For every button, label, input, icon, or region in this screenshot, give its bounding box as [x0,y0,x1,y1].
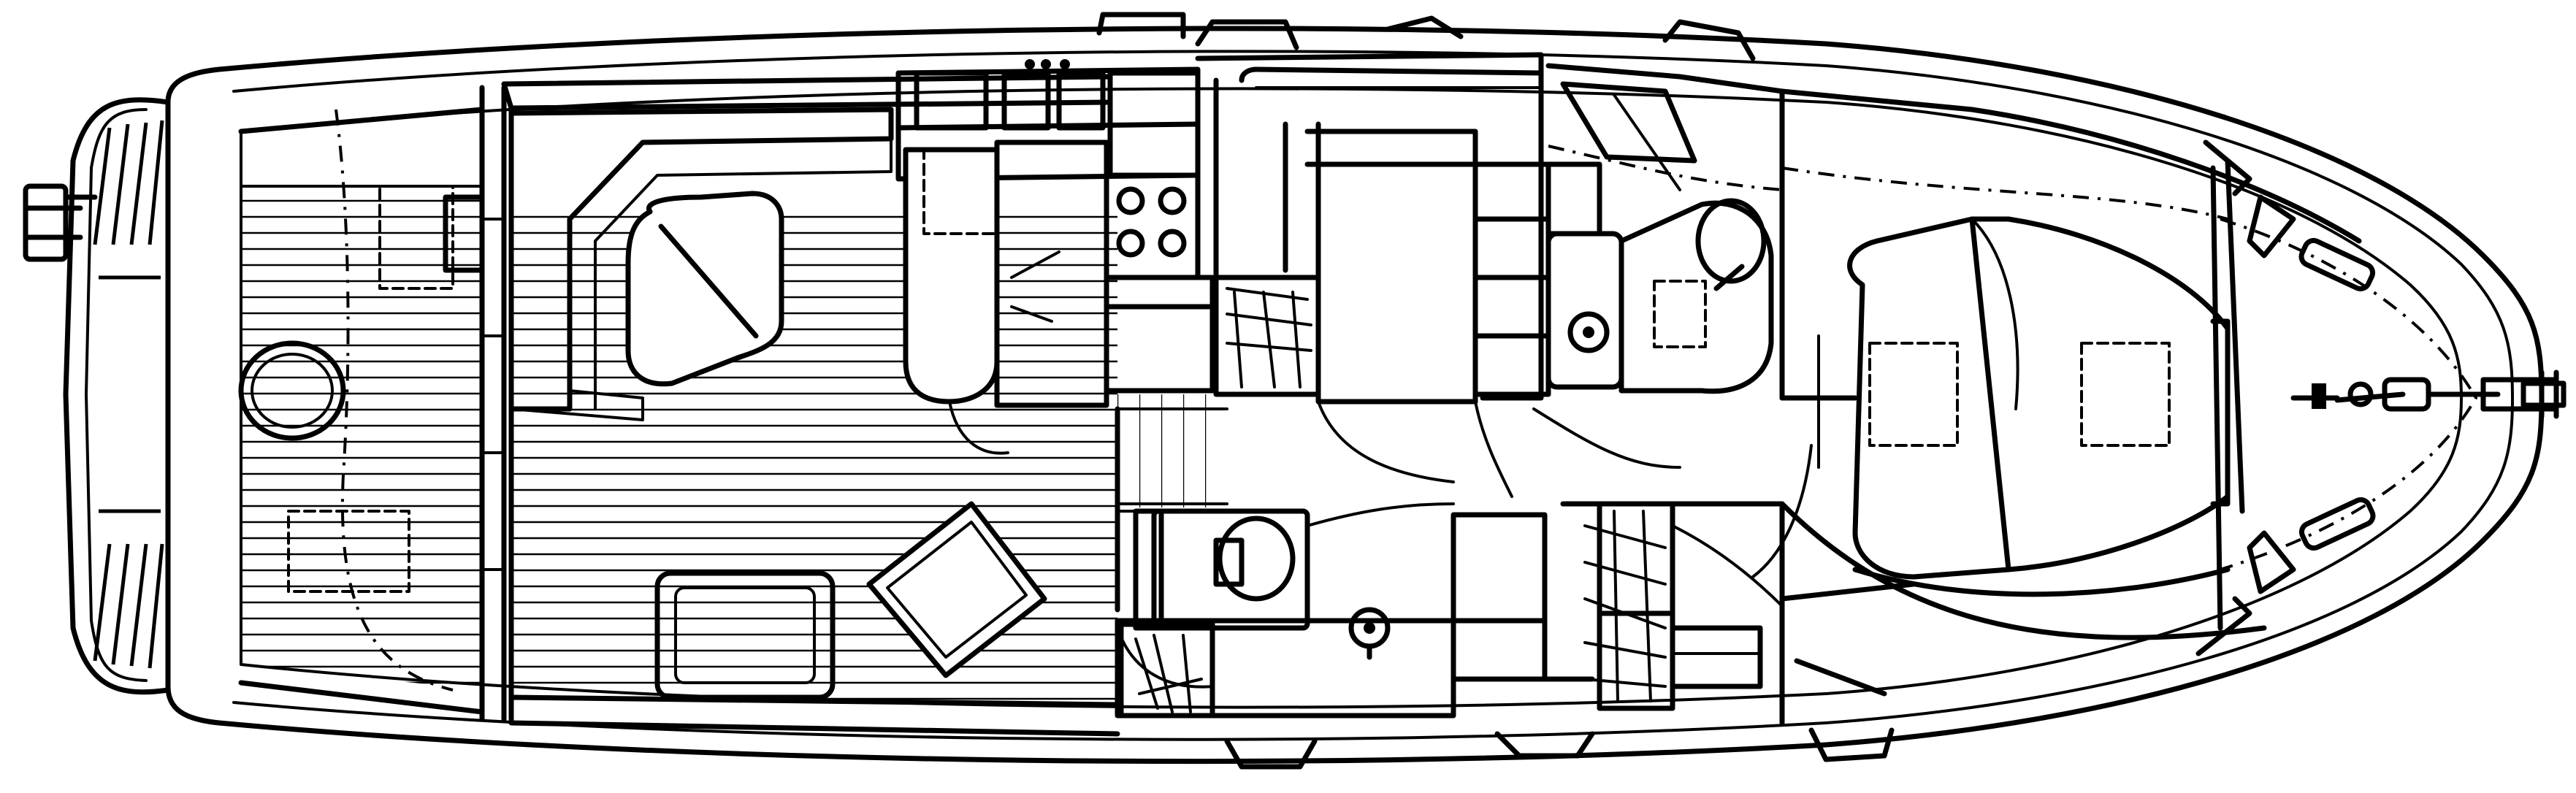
guest-stateroom [1560,501,1916,726]
boarding-ladder-icon [23,183,98,262]
anchor-windlass-icon [2290,377,2501,412]
day-head [1115,502,1595,719]
transom-door [479,85,507,722]
deck-hardware [1096,12,1895,770]
forward-passage [1474,19,1785,498]
galley [895,59,1215,455]
forward-stateroom [1751,88,2362,640]
lower-companion [1116,510,1215,719]
swim-platform [63,97,171,695]
master-head [1472,161,1774,397]
aft-deck [238,107,485,715]
bow-pulpit [2480,369,2567,419]
foredeck [2195,139,2478,656]
